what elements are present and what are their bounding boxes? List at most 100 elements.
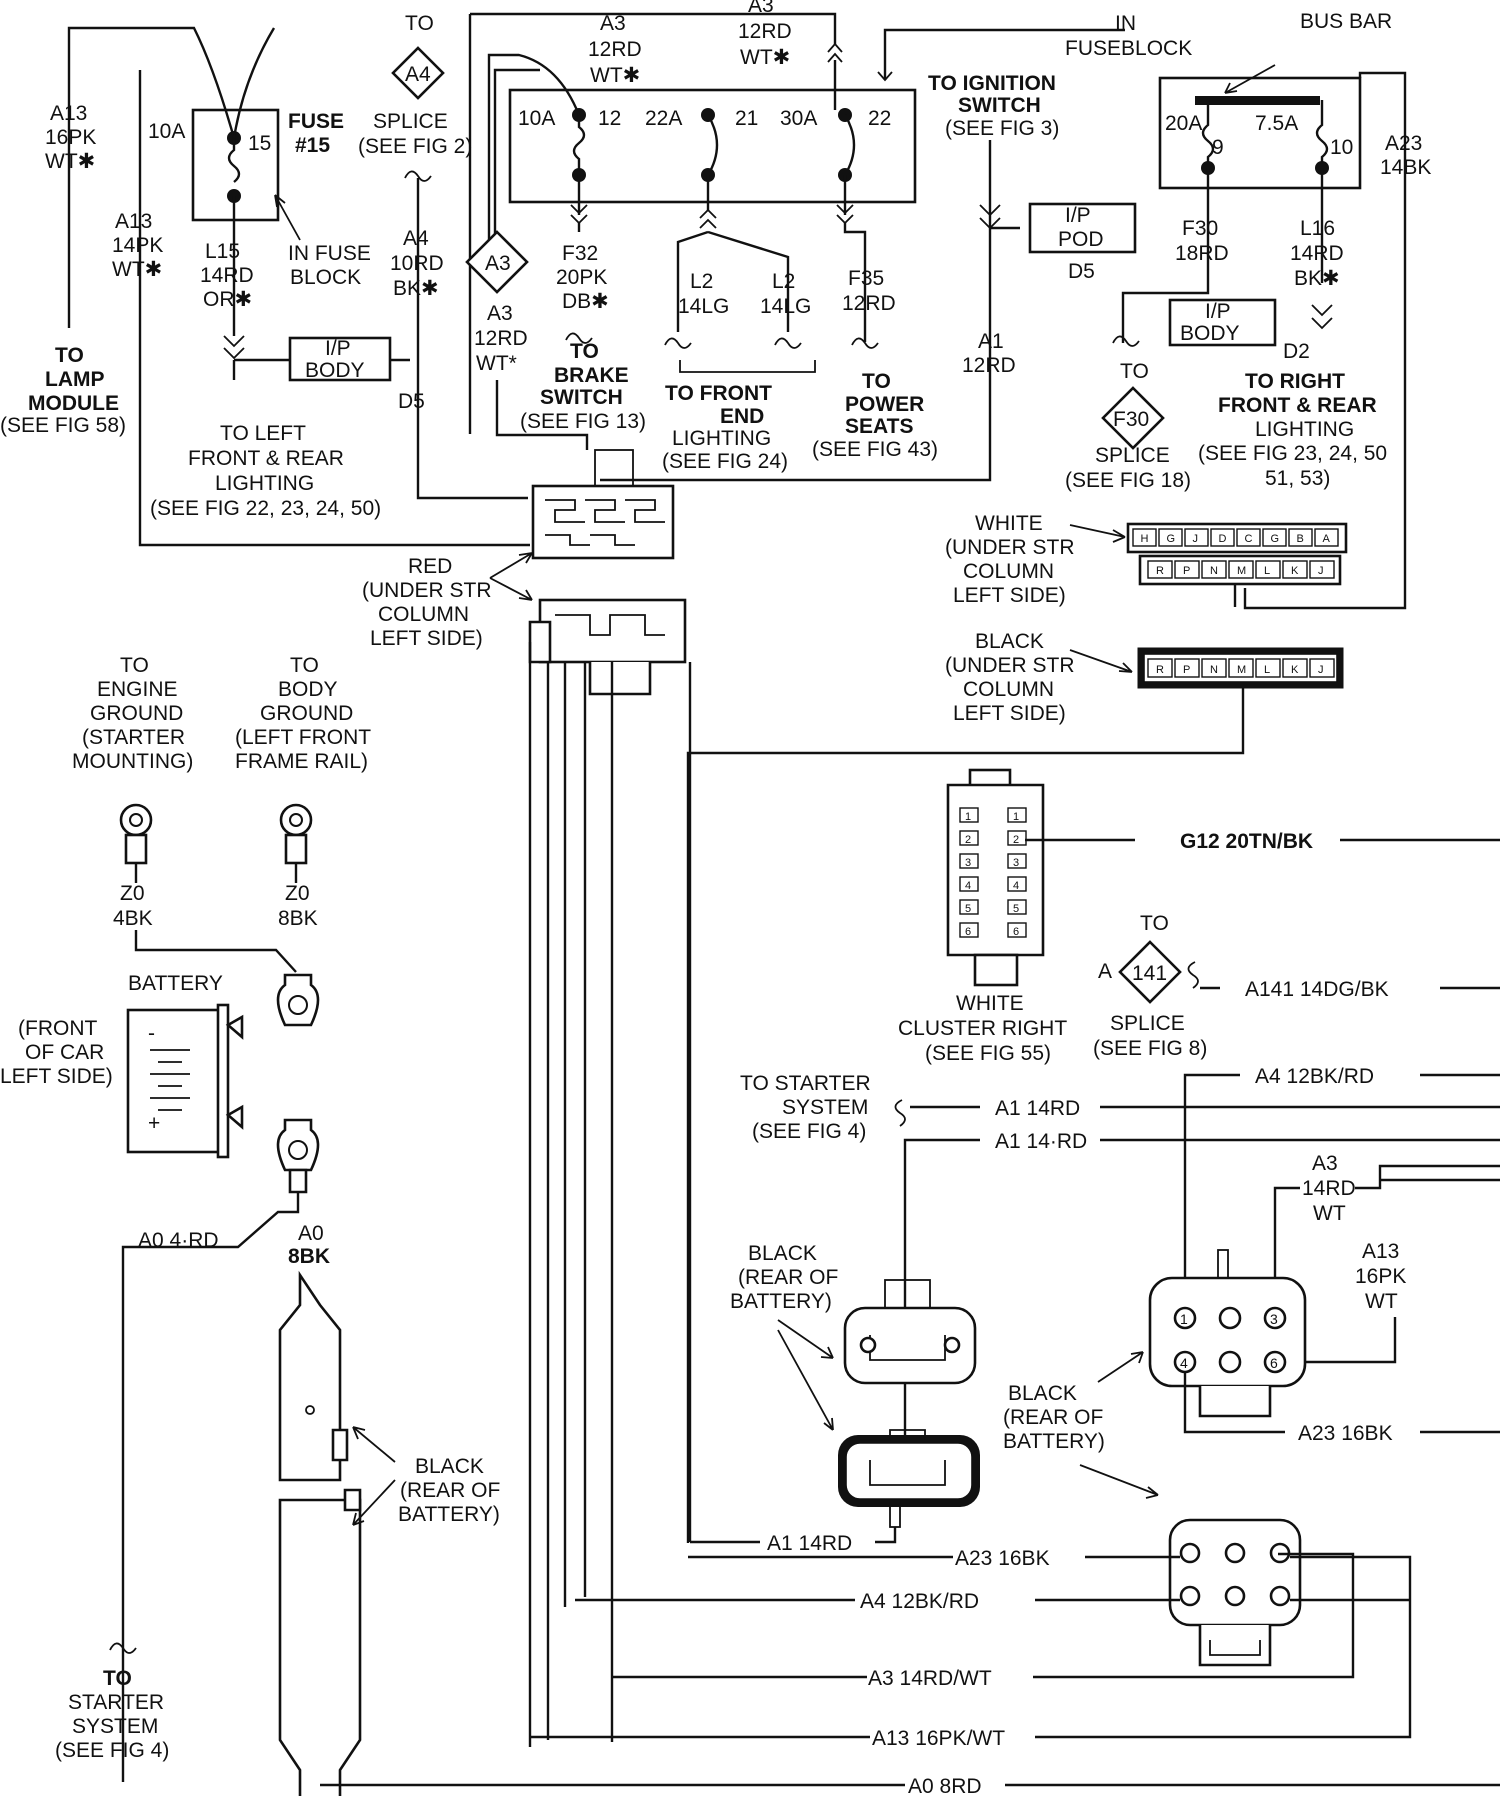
cluster-pin-cell [1007, 830, 1027, 846]
to-right-1: TO RIGHT [1245, 370, 1345, 393]
fuse-a-10a-label: 10A [518, 107, 555, 130]
column-connector-top [531, 449, 675, 560]
l2b-1: L2 [772, 270, 795, 293]
white-1: WHITE [975, 512, 1043, 535]
ip-pod [1028, 202, 1137, 254]
battery-clamp-pos [276, 1118, 320, 1194]
in-fuse-block-2: BLOCK [290, 266, 361, 289]
g12-label: G12 20TN/BK [1180, 830, 1313, 853]
l16-3: BK✱ [1294, 267, 1340, 290]
a23-14bk-1: A23 [1385, 132, 1422, 155]
l16-1: L16 [1300, 217, 1335, 240]
a4-12bkrd: A4 12BK/RD [860, 1590, 979, 1613]
six-pin-6: 6 [1270, 1355, 1278, 1371]
a3-14rd-2: 14RD [1302, 1177, 1356, 1200]
to-brake-3: SWITCH [540, 386, 623, 409]
d5-left: D5 [398, 390, 425, 413]
a3-14rdwt: A3 14RD/WT [868, 1667, 992, 1690]
black-pin-cell [1255, 658, 1281, 678]
l15-3: OR✱ [203, 288, 252, 311]
black-rb3-1: BLACK [415, 1455, 484, 1478]
a0-4rd: A0 4·RD [138, 1229, 219, 1252]
d5-pod: D5 [1068, 260, 1095, 283]
a4-12bkrd-top: A4 12BK/RD [1255, 1065, 1374, 1088]
black-pin-label: K [1291, 664, 1299, 676]
white-bot-pin-label: K [1291, 565, 1299, 577]
black-pin-cell [1228, 658, 1254, 678]
red-2: (UNDER STR [362, 579, 492, 602]
bus-10: 10 [1330, 136, 1353, 159]
splice-f30: TO F30 SPLICE (SEE FIG 18) [1065, 360, 1191, 492]
to-lamp-4: (SEE FIG 58) [0, 414, 126, 437]
to-left-1: TO LEFT [220, 422, 306, 445]
white-top-pin-label: J [1193, 533, 1199, 545]
in-fuseblock-2: FUSEBLOCK [1065, 37, 1192, 60]
to-left-3: LIGHTING [215, 472, 314, 495]
white-top-pin-cell [1314, 528, 1339, 547]
eng-gnd-5: MOUNTING) [72, 750, 193, 773]
white-cluster-2: CLUSTER RIGHT [898, 1017, 1067, 1040]
to-ignition-1: TO IGNITION [928, 72, 1056, 95]
a13-14pk-3: WT✱ [112, 258, 162, 281]
cluster-pin-cell [1007, 899, 1027, 915]
front-car-2: OF CAR [25, 1041, 104, 1064]
to-left-4: (SEE FIG 22, 23, 24, 50) [150, 497, 381, 520]
splice-f30-id: F30 [1113, 408, 1149, 431]
white-bot-pin-cell [1147, 560, 1173, 579]
l16-2: 14RD [1290, 242, 1344, 265]
to-brake-2: BRAKE [554, 364, 629, 387]
in-fuseblock-1: IN [1115, 12, 1136, 35]
black-pin-cell [1174, 658, 1200, 678]
to-seats-3: SEATS [845, 415, 913, 438]
fuse15-num: 15 [248, 132, 271, 155]
splice-141-see: (SEE FIG 8) [1093, 1037, 1207, 1060]
white-top-pin-label: G [1167, 533, 1176, 545]
black-rb2-3: BATTERY) [1003, 1430, 1105, 1453]
a13-14pk-1: A13 [115, 210, 152, 233]
white-bot-pin-label: N [1210, 565, 1218, 577]
a1-14rd-a: A1 14RD [995, 1097, 1080, 1120]
splice-141-a: A [1098, 960, 1112, 983]
a13-16pkwt: A13 16PK/WT [872, 1727, 1005, 1750]
ground-eyelet-body [279, 803, 313, 865]
to-starter-b-4: (SEE FIG 4) [55, 1739, 169, 1762]
a13-16pk-1: A13 [50, 102, 87, 125]
six-pin-1: 1 [1180, 1311, 1188, 1327]
a3-mid-2: 12RD [474, 327, 528, 350]
to-starter-1: TO STARTER [740, 1072, 871, 1095]
to-left-2: FRONT & REAR [188, 447, 344, 470]
white-top-pin-label: G [1271, 533, 1280, 545]
cluster-pin-cell [959, 853, 979, 869]
a3-14rd-1: A3 [1312, 1152, 1338, 1175]
body-gnd-2: BODY [278, 678, 338, 701]
a13-16pk-3: WT✱ [45, 150, 95, 173]
eng-gnd-2: ENGINE [97, 678, 178, 701]
l15-1: L15 [205, 240, 240, 263]
a1-14rd-bot: A1 14RD [767, 1532, 852, 1555]
cluster-pin-label: 6 [965, 926, 971, 938]
white-bot-pin-label: R [1156, 565, 1164, 577]
l2a-2: 14LG [678, 295, 729, 318]
to-lamp-1: TO [55, 344, 84, 367]
white-top-pin-cell [1288, 528, 1313, 547]
front-car-1: (FRONT [18, 1017, 97, 1040]
to-right-5: 51, 53) [1265, 467, 1330, 490]
cluster-pin-label: 4 [965, 880, 971, 892]
white-top-pin-cell [1158, 528, 1183, 547]
z0-8bk-1: Z0 [285, 882, 310, 905]
a3-14rd-3: WT [1313, 1202, 1346, 1225]
red-3: COLUMN [378, 603, 469, 626]
body-gnd-4: (LEFT FRONT [235, 726, 371, 749]
bus-9: 9 [1212, 136, 1224, 159]
six-pin-3: 3 [1270, 1311, 1278, 1327]
f30-1: F30 [1182, 217, 1218, 240]
splice-a4: TO A4 SPLICE (SEE FIG 2) [358, 12, 472, 158]
f32-1: F32 [562, 242, 598, 265]
white-top-pin-cell [1184, 528, 1209, 547]
a0-8rd: A0 8RD [908, 1775, 982, 1796]
to-front-end-3: LIGHTING [672, 427, 771, 450]
white-top-pin-label: H [1141, 533, 1149, 545]
